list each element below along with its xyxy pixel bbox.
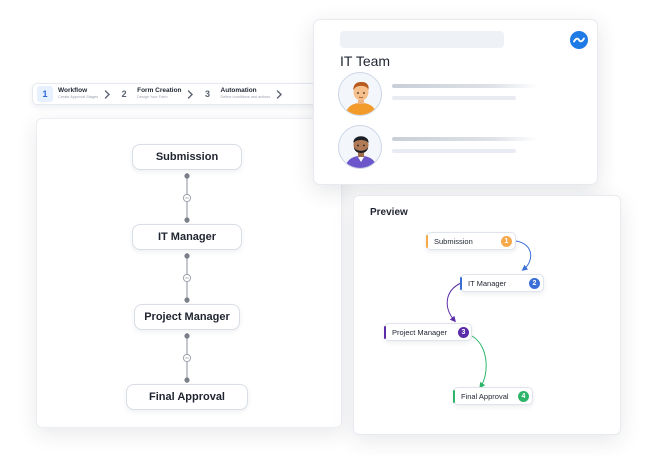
team-card: IT Team — [313, 19, 598, 185]
team-member-row[interactable] — [338, 72, 578, 116]
workflow-connectors — [182, 173, 192, 383]
brand-logo-icon — [570, 31, 588, 49]
member-role-placeholder — [392, 96, 516, 100]
preview-node-badge: 4 — [518, 391, 529, 402]
workflow-node-submission[interactable]: Submission — [132, 144, 242, 170]
preview-node-it-manager[interactable]: IT Manager 2 — [460, 274, 544, 292]
member-role-placeholder — [392, 149, 516, 153]
preview-node-label: Submission — [434, 236, 473, 246]
step-title: Workflow — [58, 86, 88, 94]
preview-node-badge: 1 — [501, 236, 512, 247]
step-number: 3 — [205, 89, 211, 99]
member-name-placeholder — [392, 137, 538, 141]
preview-node-label: Final Approval — [461, 391, 509, 401]
step-subtitle: Define conditions and actions — [220, 95, 271, 100]
team-member-row[interactable] — [338, 125, 578, 169]
preview-node-badge: 2 — [529, 278, 540, 289]
preview-node-final-approval[interactable]: Final Approval 4 — [453, 387, 533, 405]
avatar-icon — [338, 125, 382, 169]
avatar-icon — [338, 72, 382, 116]
workflow-card: Submission IT Manager Project Manager Fi… — [36, 118, 342, 428]
preview-connectors — [446, 240, 532, 389]
workflow-node-project-manager[interactable]: Project Manager — [134, 304, 240, 330]
chevron-right-icon — [101, 89, 113, 99]
preview-node-label: IT Manager — [468, 278, 507, 288]
node-accent — [453, 390, 455, 403]
chevron-right-icon — [185, 89, 197, 99]
preview-node-badge: 3 — [458, 327, 469, 338]
node-accent — [426, 235, 428, 248]
node-accent — [384, 326, 386, 339]
preview-node-submission[interactable]: Submission 1 — [426, 232, 516, 250]
preview-card: Preview Submission 1 IT Manager 2 Projec… — [353, 195, 621, 435]
chevron-right-icon — [273, 89, 285, 99]
step-automation[interactable]: 3 Automation Define conditions and actio… — [200, 84, 271, 104]
step-number: 2 — [121, 89, 127, 99]
workflow-node-final-approval[interactable]: Final Approval — [126, 384, 248, 410]
preview-node-project-manager[interactable]: Project Manager 3 — [384, 323, 472, 341]
step-title: Form Creation — [137, 86, 182, 94]
team-search-bar[interactable] — [340, 31, 504, 48]
workflow-node-it-manager[interactable]: IT Manager — [132, 224, 242, 250]
step-subtitle: Create Approval Stages — [58, 95, 99, 100]
member-name-placeholder — [392, 84, 538, 88]
stepper: 1 Workflow Create Approval Stages 2 Form… — [32, 83, 322, 105]
team-title: IT Team — [340, 53, 391, 69]
preview-node-label: Project Manager — [392, 327, 448, 337]
step-form-creation[interactable]: 2 Form Creation Design Your Form — [116, 84, 182, 104]
step-title: Automation — [220, 86, 257, 94]
step-subtitle: Design Your Form — [137, 95, 168, 100]
step-workflow[interactable]: 1 Workflow Create Approval Stages — [37, 84, 98, 104]
step-number: 1 — [37, 86, 53, 102]
node-accent — [460, 277, 462, 290]
preview-title: Preview — [370, 207, 408, 218]
